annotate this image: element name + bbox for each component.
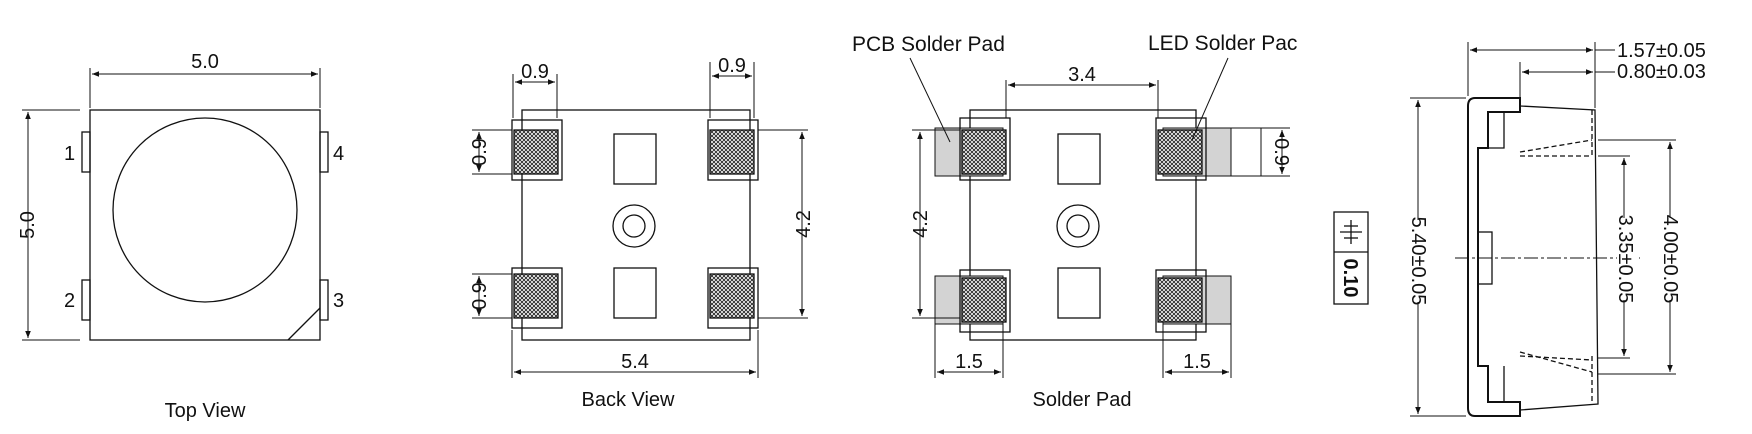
back-total-width-dim: 5.4 (621, 351, 649, 373)
side-dim-body-width: 4.00±0.05 (1659, 215, 1681, 304)
solder-center-square-top (1057, 133, 1101, 185)
led-pad-bottom-right (1157, 277, 1203, 323)
back-pad-width-right-dim: 0.9 (718, 55, 746, 77)
solder-gap-dim: 3.4 (1068, 64, 1096, 86)
back-pad-height-bottom-dim: 0.9 (469, 282, 491, 310)
solder-pad-view: PCB Solder Pad LED Solder Pac 3.4 4.2 0.… (852, 32, 1297, 411)
back-pad-height-top-dim: 0.9 (469, 138, 491, 166)
pin-2-label: 2 (64, 290, 75, 312)
pin-1-tab (81, 131, 91, 173)
back-pitch-dim: 4.2 (793, 210, 815, 238)
flatness-value: 0.10 (1339, 259, 1361, 298)
back-center-square-bottom (613, 267, 657, 319)
back-center-square-top (613, 133, 657, 185)
solder-pad-height-dim: 0.9 (1270, 138, 1292, 166)
led-solder-pad-label: LED Solder Pac (1148, 32, 1297, 55)
led-pad-bottom-left (961, 277, 1007, 323)
top-width-dimension: 5.0 (191, 51, 219, 73)
solder-pad-body (969, 109, 1197, 341)
solder-center-square-bottom (1057, 267, 1101, 319)
pin-4-label: 4 (333, 143, 344, 165)
back-center-ring-inner (622, 214, 646, 238)
top-view-body (89, 109, 321, 341)
flatness-tolerance-box: 0.10 (1333, 211, 1369, 305)
back-view-body (521, 109, 751, 341)
solder-pcb-left-dim: 1.5 (955, 351, 983, 373)
side-dim-length: 5.40±0.05 (1407, 217, 1429, 306)
back-pad-top-right (709, 129, 755, 175)
side-dim-lens-height: 0.80±0.03 (1617, 61, 1706, 83)
pcb-solder-pad-label: PCB Solder Pad (852, 33, 1005, 56)
lens-circle (112, 117, 298, 303)
led-pad-top-left (961, 129, 1007, 175)
pin-1-label: 1 (64, 143, 75, 165)
pin1-chamfer (287, 307, 321, 341)
back-view-caption: Back View (581, 389, 675, 411)
pin-3-label: 3 (333, 290, 344, 312)
side-dim-thickness: 1.57±0.05 (1617, 40, 1706, 62)
solder-pitch-dim: 4.2 (910, 210, 932, 238)
top-view: 1 2 3 4 5.0 5.0 Top View (17, 51, 344, 422)
pin-4-tab (319, 131, 329, 173)
back-pad-bottom-right (709, 273, 755, 319)
pin-3-tab (319, 279, 329, 321)
back-center-ring-outer (612, 204, 656, 248)
side-dim-lens-width: 3.35±0.05 (1614, 215, 1636, 304)
pin-2-tab (81, 279, 91, 321)
solder-pad-caption: Solder Pad (1033, 389, 1132, 411)
solder-pcb-right-dim: 1.5 (1183, 351, 1211, 373)
back-view: 0.9 0.9 0.9 0.9 4.2 5.4 Back View (469, 55, 815, 411)
top-view-caption: Top View (165, 400, 246, 422)
back-pad-bottom-left (513, 273, 559, 319)
led-pad-top-right (1157, 129, 1203, 175)
back-pad-width-left-dim: 0.9 (521, 61, 549, 83)
side-lead-frame-outer (1467, 97, 1521, 417)
side-view: 1.57±0.05 0.80±0.03 5.40±0.05 3.35±0.05 … (1333, 40, 1706, 417)
back-pad-top-left (513, 129, 559, 175)
top-height-dimension: 5.0 (17, 211, 39, 239)
